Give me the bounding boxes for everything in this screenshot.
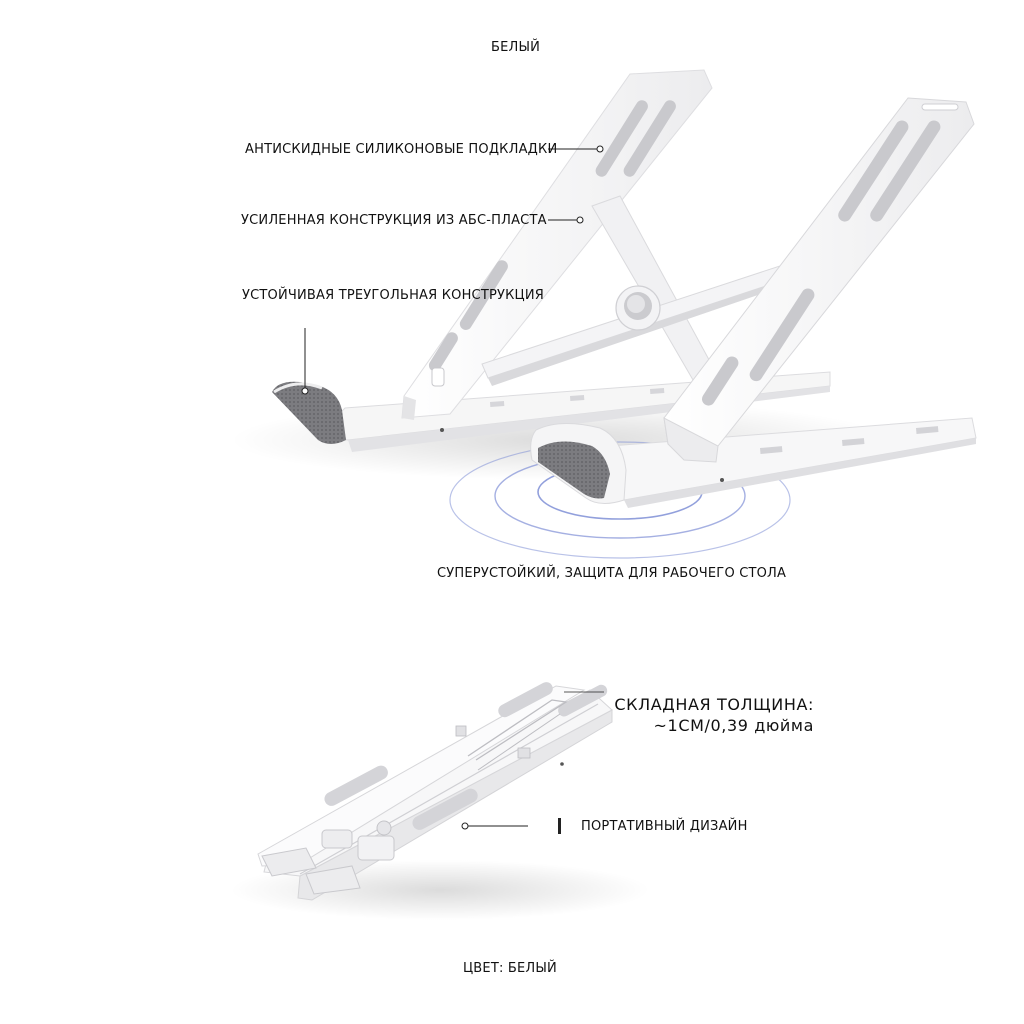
hinge bbox=[615, 285, 661, 331]
stable-label: СУПЕРУСТОЙКИЙ, ЗАЩИТА ДЛЯ РАБОЧЕГО СТОЛА bbox=[437, 566, 787, 581]
folded-thickness-value: ~1СМ/0,39 дюйма bbox=[653, 716, 814, 735]
folded-thickness-title: СКЛАДНАЯ ТОЛЩИНА: bbox=[614, 695, 814, 714]
reinforced-label: УСИЛЕННАЯ КОНСТРУКЦИЯ ИЗ АБС-ПЛАСТА bbox=[241, 213, 547, 228]
back-arm bbox=[401, 69, 713, 420]
anti-slip-label: АНТИСКИДНЫЕ СИЛИКОНОВЫЕ ПОДКЛАДКИ bbox=[245, 142, 558, 157]
back-rubber-foot bbox=[272, 381, 346, 444]
color-label: ЦВЕТ: БЕЛЫЙ bbox=[463, 961, 557, 976]
folded-stand bbox=[257, 682, 613, 901]
top-color-label: БЕЛЫЙ bbox=[491, 40, 541, 55]
portable-label: ПОРТАТИВНЫЙ ДИЗАЙН bbox=[581, 819, 748, 834]
front-arm bbox=[663, 97, 975, 463]
triangle-label: УСТОЙЧИВАЯ ТРЕУГОЛЬНАЯ КОНСТРУКЦИЯ bbox=[242, 288, 545, 303]
front-rubber-foot bbox=[530, 422, 627, 504]
front-base-rail bbox=[595, 417, 977, 508]
leader-lines bbox=[301, 145, 604, 830]
folded-thickness: СКЛАДНАЯ ТОЛЩИНА: ~1СМ/0,39 дюйма bbox=[600, 695, 814, 735]
portable-marker bbox=[558, 818, 561, 834]
